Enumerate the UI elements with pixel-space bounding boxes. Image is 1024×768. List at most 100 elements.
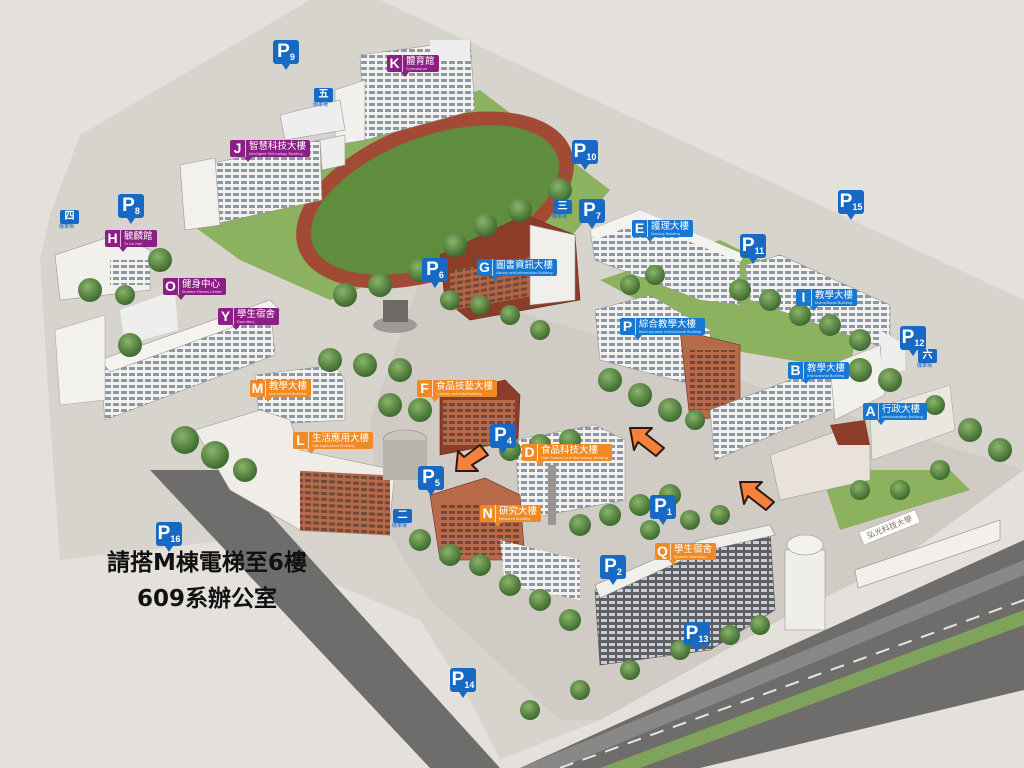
motorcycle-lot-6[interactable]: 六機車場	[917, 349, 937, 370]
building-g-letter: G	[477, 259, 493, 276]
building-b-name: 教學大樓	[807, 362, 846, 374]
parking-p9-number: 9	[289, 52, 295, 62]
building-j-letter: J	[230, 140, 246, 157]
main-road	[520, 540, 1024, 768]
parking-p12-prefix: P	[901, 327, 915, 348]
motorcycle-lot-3[interactable]: 三機車場	[552, 200, 572, 221]
parking-p16-marker[interactable]: P16	[156, 522, 182, 552]
building-g-english: Library and Information Building	[496, 270, 553, 275]
building-j-name: 智慧科技大樓	[249, 140, 307, 152]
building-o-name: 健身中心	[182, 278, 221, 290]
parking-p7-marker[interactable]: P7	[579, 199, 605, 229]
directions-line-2: 609系辦公室	[136, 586, 277, 612]
building-d-name: 食品科技大樓	[541, 444, 599, 456]
building-q-name: 學生宿舍	[674, 543, 713, 555]
parking-p8-number: 8	[134, 206, 140, 216]
motorcycle-lot-3-label: 機車場	[551, 214, 567, 220]
directions-note: 請搭M棟電梯至6樓 609系辦公室	[62, 545, 352, 617]
building-f-name: 食品技藝大樓	[436, 380, 494, 392]
parking-p8-marker[interactable]: P8	[118, 194, 144, 224]
parking-p10-marker[interactable]: P10	[572, 140, 598, 170]
building-a-letter: A	[863, 403, 879, 420]
building-m-english: Instructional Building	[269, 391, 307, 396]
motorcycle-lot-2-label: 機車場	[391, 523, 407, 529]
building-i-letter: I	[796, 289, 812, 306]
building-q-english: Student Dormitory	[674, 554, 707, 559]
parking-p9-prefix: P	[277, 41, 290, 62]
parking-p14-marker[interactable]: P14	[450, 668, 476, 698]
building-e-english: Nursing Building	[651, 231, 680, 236]
parking-p4-number: 4	[506, 436, 512, 446]
building-f-english: Culinary and Arts Building	[436, 391, 482, 396]
motorcycle-lot-6-label: 機車場	[916, 363, 932, 369]
parking-p2-marker[interactable]: P2	[600, 555, 626, 585]
parking-p1-number: 1	[666, 507, 672, 517]
parking-p1-marker[interactable]: P1	[650, 495, 676, 525]
building-j-english: Intelligent Technology Building	[249, 151, 303, 156]
building-n-name: 研究大樓	[499, 505, 538, 517]
building-l-english: Life Application Building	[312, 443, 355, 448]
green-median	[600, 610, 1024, 768]
building-a-english: Administration Building	[882, 414, 923, 419]
building-m-letter: M	[250, 380, 266, 397]
parking-p13-number: 13	[698, 634, 709, 644]
parking-p11-number: 11	[754, 246, 765, 256]
parking-p10-prefix: P	[573, 141, 587, 162]
parking-p4-marker[interactable]: P4	[490, 424, 516, 454]
parking-p6-number: 6	[438, 270, 444, 280]
motorcycle-lot-4[interactable]: 四機車場	[59, 210, 79, 231]
building-k-name: 體育館	[406, 55, 435, 67]
directions-line-1: 請搭M棟電梯至6樓	[107, 550, 307, 576]
parking-p11-marker[interactable]: P11	[740, 234, 766, 264]
parking-p15-marker[interactable]: P15	[838, 190, 864, 220]
building-h-letter: H	[105, 230, 121, 247]
building-h-name: 毓麟館	[124, 230, 153, 242]
building-k-letter: K	[387, 55, 403, 72]
building-i-english: Instructional Building	[815, 300, 853, 305]
parking-p13-marker[interactable]: P13	[684, 622, 710, 652]
parking-p9-marker[interactable]: P9	[273, 40, 299, 70]
motorcycle-lot-5[interactable]: 五機車場	[313, 88, 333, 109]
parking-p15-prefix: P	[839, 191, 853, 212]
building-a-name: 行政大樓	[882, 403, 921, 415]
motorcycle-lot-4-label: 機車場	[58, 224, 74, 230]
building-i-name: 教學大樓	[815, 289, 854, 301]
building-b-english: Instructional Building	[807, 373, 845, 378]
building-f-letter: F	[417, 380, 433, 397]
parking-p2-number: 2	[616, 567, 622, 577]
parking-p8-prefix: P	[122, 195, 135, 216]
parking-p12-number: 12	[914, 338, 925, 348]
motorcycle-lot-4-number: 四	[60, 210, 79, 224]
parking-p6-marker[interactable]: P6	[422, 258, 448, 288]
building-o-letter: O	[163, 278, 179, 295]
building-g-name: 圖書資訊大樓	[496, 259, 554, 271]
parking-p6-prefix: P	[426, 259, 439, 280]
building-p-english: Multi-purpose Instructional Building	[639, 329, 702, 334]
direction-arrow-icon	[739, 481, 775, 511]
motorcycle-lot-2[interactable]: 二機車場	[392, 509, 412, 530]
building-y-letter: Y	[218, 308, 234, 325]
direction-arrow-icon	[629, 427, 665, 457]
parking-p12-marker[interactable]: P12	[900, 326, 926, 356]
building-l-name: 生活應用大樓	[312, 432, 370, 444]
parking-p5-marker[interactable]: P5	[418, 466, 444, 496]
